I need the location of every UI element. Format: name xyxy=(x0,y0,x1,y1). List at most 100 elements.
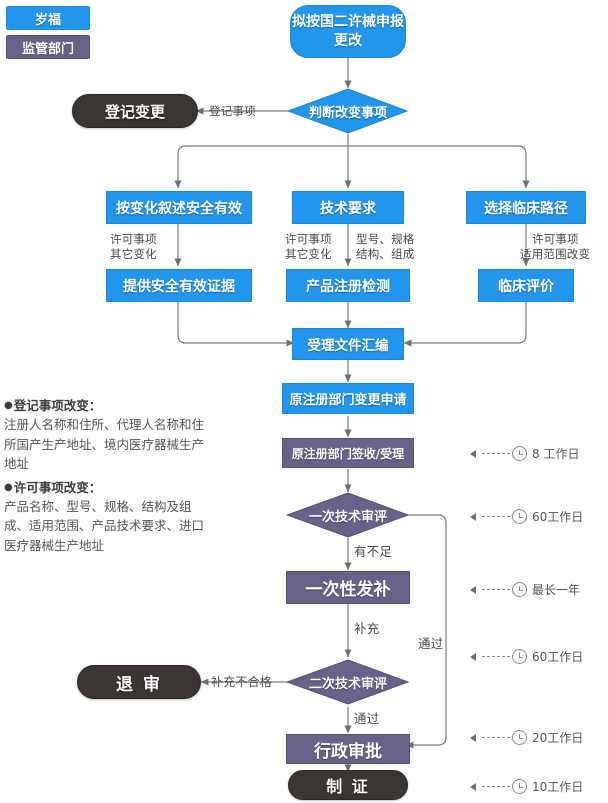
bullet-icon: ● xyxy=(4,400,13,411)
edge-label-supplement-fail-text: 补充不合格 xyxy=(211,675,273,689)
note-body-registration: 注册人名称和住所、代理人名称和住所国产生产地址、境内医疗器械生产地址 xyxy=(4,415,214,474)
node-registration-change-label: 登记变更 xyxy=(104,102,165,121)
edge-label-mid-right-2: 结构、组成 xyxy=(356,247,415,261)
timing-review-1-label: 60工作日 xyxy=(532,510,584,524)
node-change-application[interactable]: 原注册部门变更申请 xyxy=(282,383,414,414)
edge-label-insufficient-text: 有不足 xyxy=(354,544,393,559)
node-supplement-once[interactable]: 一次性发补 xyxy=(286,571,410,604)
timing-review-2-label: 60工作日 xyxy=(532,650,584,664)
node-certificate-label: 制 证 xyxy=(326,777,370,796)
edge-label-right-branch-1-text: 许可事项 xyxy=(532,232,579,246)
timing-supplement: 最长一年 xyxy=(470,581,580,598)
edge-label-pass-to-approval: 通过 xyxy=(354,712,379,726)
node-branch-left[interactable]: 按变化叙述安全有效 xyxy=(106,191,252,224)
node-certificate[interactable]: 制 证 xyxy=(288,770,408,800)
clock-icon xyxy=(512,730,527,745)
edge-label-mid-left-2-text: 其它变化 xyxy=(285,247,332,261)
edge-label-left-branch-1: 许可事项 xyxy=(110,232,157,246)
arrow-left-icon xyxy=(470,585,476,594)
dashed-line xyxy=(482,588,510,591)
node-review-2-shape[interactable] xyxy=(286,659,410,705)
timing-review-2: 60工作日 xyxy=(470,648,583,665)
node-registration-change[interactable]: 登记变更 xyxy=(72,94,198,128)
note-heading-registration-text: 登记事项改变： xyxy=(13,398,102,413)
node-admin-approval[interactable]: 行政审批 xyxy=(286,734,410,764)
node-branch-mid[interactable]: 技术要求 xyxy=(292,191,404,224)
arrow-left-icon xyxy=(470,652,476,661)
timing-certificate-label: 10工作日 xyxy=(532,780,584,794)
dashed-line xyxy=(482,515,510,518)
edge-label-to-registration: 登记事项 xyxy=(209,104,256,118)
edge-label-mid-right-1: 型号、规格 xyxy=(356,232,415,246)
arrow-left-icon xyxy=(470,449,476,458)
edge-label-supplement-fail: 补充不合格 xyxy=(211,675,272,689)
node-admin-approval-label: 行政审批 xyxy=(314,741,382,762)
node-branch-mid-label: 技术要求 xyxy=(320,200,376,217)
note-heading-license-text: 许可事项改变： xyxy=(13,479,102,495)
edge-label-supplement-text: 补充 xyxy=(354,621,380,636)
clock-icon xyxy=(512,509,527,524)
clock-icon xyxy=(512,779,527,794)
timing-certificate: 10工作日 xyxy=(470,778,583,795)
edge-label-mid-left-1-text: 许可事项 xyxy=(285,232,332,246)
note-body-registration-text: 注册人名称和住所、代理人名称和住所国产生产地址、境内医疗器械生产地址 xyxy=(4,417,205,471)
note-heading-license: ●许可事项改变： xyxy=(4,478,214,497)
node-branch-right[interactable]: 选择临床路径 xyxy=(466,191,586,224)
arrow-left-icon xyxy=(470,733,476,742)
node-product-test[interactable]: 产品注册检测 xyxy=(286,269,410,302)
legend-item-applicant: 岁福 xyxy=(6,6,90,30)
edge-label-insufficient: 有不足 xyxy=(354,545,392,559)
node-compile-docs-label: 受理文件汇编 xyxy=(307,338,389,354)
node-review-1-shape[interactable] xyxy=(286,492,410,538)
node-product-test-label: 产品注册检测 xyxy=(306,278,390,295)
edge-label-pass-to-approval-text: 通过 xyxy=(354,711,380,726)
bullet-icon: ● xyxy=(4,481,13,493)
node-change-application-label: 原注册部门变更申请 xyxy=(289,393,407,408)
edge-label-pass-bypass: 通过 xyxy=(418,637,443,651)
legend-label-applicant: 岁福 xyxy=(34,12,61,28)
node-start-label: 拟按国二许械申报更改 xyxy=(292,13,404,49)
edge-label-right-branch-2: 适用范围改变 xyxy=(520,247,590,261)
node-evidence[interactable]: 提供安全有效证据 xyxy=(106,269,252,302)
clock-icon xyxy=(512,446,527,461)
edge-label-to-registration-text: 登记事项 xyxy=(209,104,256,118)
node-clinical-eval[interactable]: 临床评价 xyxy=(478,269,574,302)
node-judge-change-shape[interactable] xyxy=(287,88,409,134)
edge-label-mid-right-1-text: 型号、规格 xyxy=(356,232,415,246)
timing-admin-approval: 20工作日 xyxy=(470,729,583,746)
edge-label-right-branch-1: 许可事项 xyxy=(532,232,579,246)
node-evidence-label: 提供安全有效证据 xyxy=(123,278,235,295)
edge-label-supplement: 补充 xyxy=(354,622,379,636)
node-clinical-eval-label: 临床评价 xyxy=(498,278,554,295)
node-branch-left-label: 按变化叙述安全有效 xyxy=(116,200,242,217)
legend-label-regulator: 监管部门 xyxy=(21,41,74,57)
edge-label-left-branch-1-text: 许可事项 xyxy=(110,232,157,246)
timing-receipt: 8 工作日 xyxy=(470,445,579,462)
node-branch-right-label: 选择临床路径 xyxy=(484,200,568,217)
node-reject-label: 退 审 xyxy=(116,674,162,695)
node-start[interactable]: 拟按国二许械申报更改 xyxy=(290,5,406,58)
node-supplement-once-label: 一次性发补 xyxy=(305,580,391,600)
arrow-left-icon xyxy=(470,782,476,791)
clock-icon xyxy=(512,649,527,664)
node-receipt[interactable]: 原注册部门签收/受理 xyxy=(282,438,414,468)
dashed-line xyxy=(482,785,510,788)
edge-label-mid-right-2-text: 结构、组成 xyxy=(356,247,415,261)
legend-item-regulator: 监管部门 xyxy=(6,35,90,59)
timing-supplement-label: 最长一年 xyxy=(532,583,581,597)
edge-label-right-branch-2-text: 适用范围改变 xyxy=(520,247,591,261)
node-compile-docs[interactable]: 受理文件汇编 xyxy=(292,328,404,360)
node-reject[interactable]: 退 审 xyxy=(77,665,201,699)
timing-receipt-label: 8 工作日 xyxy=(532,447,580,461)
edge-label-left-branch-2-text: 其它变化 xyxy=(110,247,157,261)
edge-label-mid-left-2: 其它变化 xyxy=(285,247,332,261)
dashed-line xyxy=(482,452,510,455)
arrow-left-icon xyxy=(470,512,476,521)
edge-label-left-branch-2: 其它变化 xyxy=(110,247,157,261)
node-receipt-label: 原注册部门签收/受理 xyxy=(291,446,405,461)
edge-label-mid-left-1: 许可事项 xyxy=(285,232,332,246)
note-body-license: 产品名称、型号、规格、结构及组成、适用范围、产品技术要求、进口医疗器械生产地址 xyxy=(4,497,214,556)
notes-panel: ●登记事项改变： 注册人名称和住所、代理人名称和住所国产生产地址、境内医疗器械生… xyxy=(4,396,214,555)
note-heading-registration: ●登记事项改变： xyxy=(4,396,214,415)
